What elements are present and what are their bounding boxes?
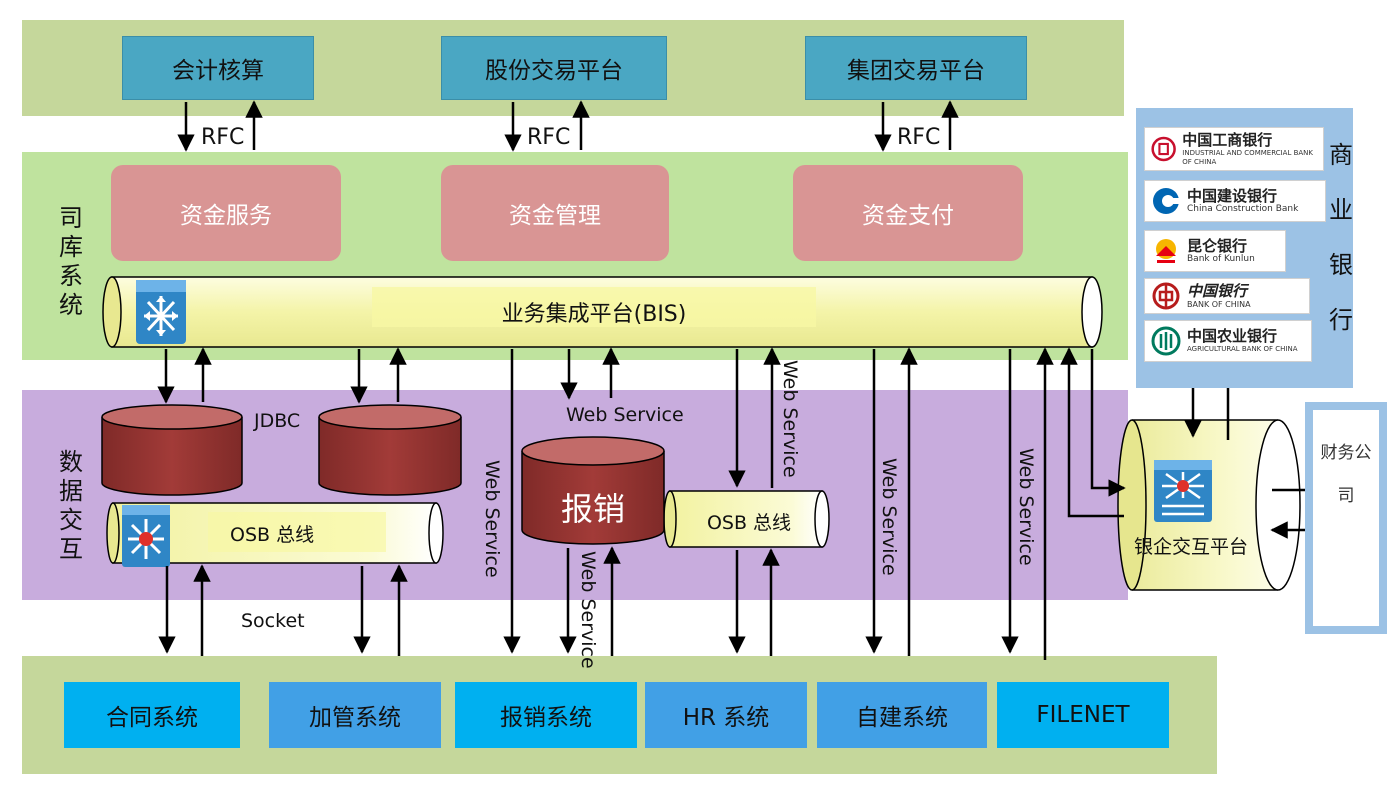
system-label: 报销系统 [500, 705, 592, 731]
system-label: FILENET [1036, 702, 1130, 728]
boc-logo-icon [1152, 282, 1180, 310]
bank-name: 中国工商银行 [1182, 130, 1273, 149]
system-label: 自建系统 [856, 705, 948, 731]
socket-label: Socket [241, 610, 305, 632]
top-system-label: 集团交易平台 [847, 58, 985, 84]
web-service-label: Web Service [481, 460, 503, 578]
system-label: 加管系统 [309, 705, 401, 731]
bank-english-name: Bank of Kunlun [1187, 254, 1255, 264]
top-system-label: 会计核算 [172, 58, 264, 84]
bank-name: 昆仑银行 [1187, 237, 1248, 255]
abc-logo-icon [1151, 326, 1181, 356]
top-system-label: 股份交易平台 [485, 58, 623, 84]
switch-icon [136, 280, 186, 344]
ccb-logo-icon [1153, 188, 1181, 214]
bis-bus-label: 业务集成平台(BIS) [501, 302, 687, 327]
osb-bus-label: OSB 总线 [230, 524, 315, 546]
switch-icon [1154, 460, 1212, 522]
osb-bus-2-label: OSB 总线 [706, 512, 792, 534]
service-fund-services: 资金服务 [111, 165, 341, 261]
rfc-label: RFC [201, 125, 245, 150]
web-service-label: Web Service [577, 551, 599, 669]
system-jiaguan: 加管系统 [269, 682, 441, 748]
reimbursement-database [521, 436, 665, 545]
top-system-accounting: 会计核算 [122, 36, 314, 100]
rfc-label: RFC [527, 125, 571, 150]
bank-english-name: AGRICULTURAL BANK OF CHINA [1187, 345, 1298, 353]
bank-platform-label: 银企交互平台 [1133, 536, 1248, 558]
system-label: 合同系统 [106, 705, 198, 731]
system-label: HR 系统 [682, 705, 770, 731]
bis-bus [102, 276, 1103, 348]
commercial-banks-label: 商业银行 [1329, 141, 1353, 334]
system-self-built: 自建系统 [817, 682, 987, 748]
service-label: 资金支付 [862, 203, 954, 229]
bank-english-name: China Construction Bank [1187, 204, 1299, 214]
system-reimbursement: 报销系统 [455, 682, 637, 748]
jdbc-label: JDBC [254, 410, 301, 432]
database-cylinder [101, 404, 243, 496]
switch-icon [122, 505, 170, 567]
web-service-label: Web Service [1015, 448, 1037, 566]
rfc-label: RFC [897, 125, 941, 150]
finance-company-label: 财务公司 [1320, 443, 1372, 506]
bank-name: 中国建设银行 [1187, 187, 1278, 205]
web-service-label: Web Service [779, 360, 801, 478]
web-service-label: Web Service [878, 458, 900, 576]
service-label: 资金服务 [180, 203, 272, 229]
bank-platform-cylinder [1117, 419, 1301, 591]
icbc-logo-icon [1151, 136, 1176, 162]
data-exchange-label: 数据交互 [59, 448, 83, 563]
top-system-group-trading: 集团交易平台 [805, 36, 1027, 100]
top-system-share-trading: 股份交易平台 [441, 36, 667, 100]
system-hr: HR 系统 [645, 682, 807, 748]
system-contract: 合同系统 [64, 682, 240, 748]
reimbursement-db-label: 报销 [560, 490, 625, 528]
osb-bus-2 [663, 490, 830, 548]
service-label: 资金管理 [509, 203, 601, 229]
database-cylinder [318, 404, 462, 496]
finance-company-box [1313, 410, 1379, 626]
bank-english-name: BANK OF CHINA [1187, 300, 1251, 309]
service-fund-management: 资金管理 [441, 165, 669, 261]
service-fund-payment: 资金支付 [793, 165, 1023, 261]
bank-name: 中国农业银行 [1187, 327, 1278, 345]
bank-english-name: INDUSTRIAL AND COMMERCIAL BANK OF CHINA [1182, 148, 1313, 166]
web-service-label: Web Service [566, 404, 684, 426]
system-filenet: FILENET [997, 682, 1169, 748]
bank-name: 中国银行 [1187, 282, 1248, 300]
kunlun-logo-icon [1156, 239, 1176, 263]
treasury-layer-label: 司库系统 [59, 204, 83, 319]
